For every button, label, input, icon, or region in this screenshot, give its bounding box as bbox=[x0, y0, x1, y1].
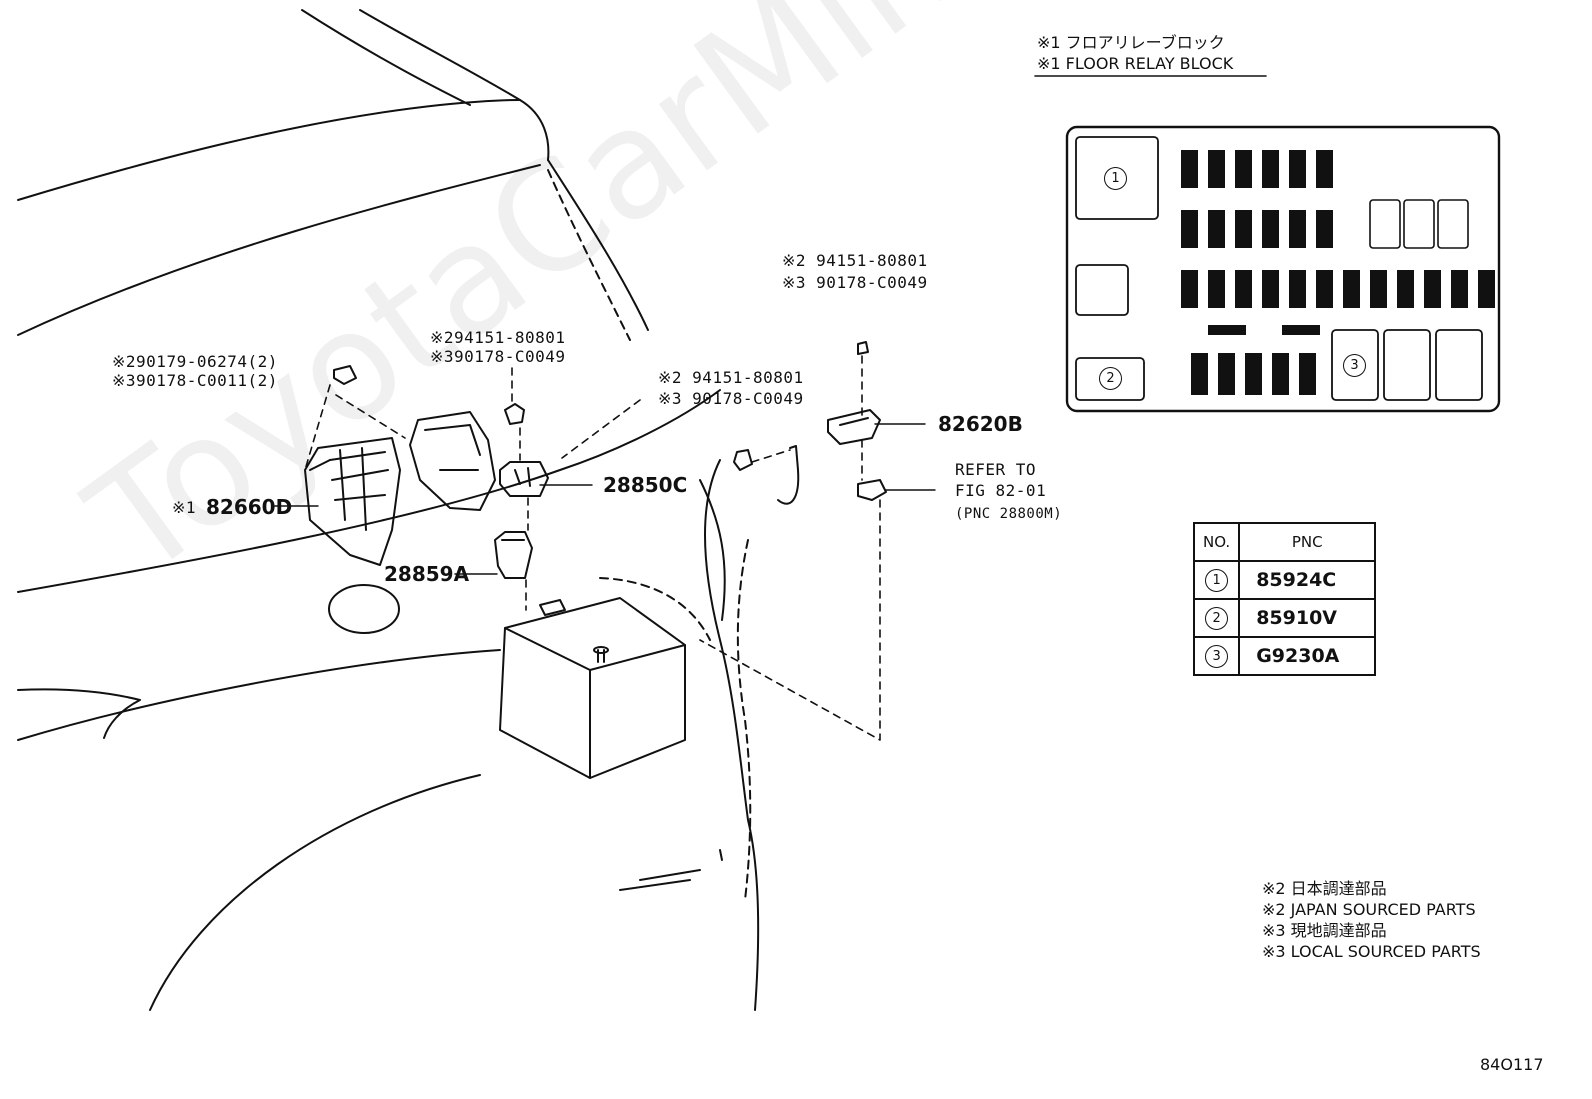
fastener-right-callout-2: ※3 90178-C0049 bbox=[782, 273, 928, 292]
slot-1-marker: 1 bbox=[1104, 167, 1127, 190]
pnc-table: NO. PNC 1 85924C 2 85910V 3 G9230A bbox=[1192, 522, 1377, 676]
solid-leaders bbox=[274, 423, 936, 575]
fuse-cell bbox=[1262, 150, 1279, 188]
fuse-cell bbox=[1316, 150, 1333, 188]
figure-id: 84O117 bbox=[1480, 1055, 1544, 1074]
row-no-marker: 2 bbox=[1205, 606, 1229, 630]
fuse-cell bbox=[1343, 270, 1360, 308]
fuse-cell bbox=[1208, 150, 1225, 188]
refer-to-line-1: REFER TO bbox=[955, 460, 1037, 479]
fuse-cell bbox=[1316, 210, 1333, 248]
pnc-table-header: NO. PNC bbox=[1192, 522, 1377, 562]
part-82660d-prefix: ※1 bbox=[172, 498, 197, 517]
fuse-cell bbox=[1289, 210, 1306, 248]
fastener-mid-callout-1: ※294151-80801 bbox=[430, 328, 566, 347]
battery bbox=[499, 597, 686, 779]
vehicle-body-outline bbox=[17, 9, 760, 1011]
fuse-cell bbox=[1235, 270, 1252, 308]
pnc-value: 85910V bbox=[1238, 598, 1377, 638]
refer-to-line-2: FIG 82-01 bbox=[955, 481, 1047, 500]
fuse-cell bbox=[1272, 353, 1289, 395]
table-row: 2 85910V bbox=[1192, 598, 1377, 638]
row-no-marker: 1 bbox=[1205, 568, 1229, 592]
fuse-cell bbox=[1262, 210, 1279, 248]
note-japan-jp: ※2 日本調達部品 bbox=[1262, 879, 1387, 898]
part-28850c bbox=[499, 461, 549, 497]
fuse-cell bbox=[1478, 270, 1495, 308]
fuse-cell bbox=[1181, 210, 1198, 248]
relay-block-layout bbox=[1034, 75, 1501, 413]
fuse-cell bbox=[1299, 353, 1316, 395]
relay-cover bbox=[409, 411, 496, 511]
table-row: 3 G9230A bbox=[1192, 636, 1377, 676]
fastener-mid-callout-2: ※390178-C0049 bbox=[430, 347, 566, 366]
refer-to-line-3: (PNC 28800M) bbox=[955, 506, 1063, 522]
pnc-value: G9230A bbox=[1238, 636, 1377, 676]
fuse-cell bbox=[1235, 210, 1252, 248]
part-28859a bbox=[494, 531, 533, 579]
fuse-cell bbox=[1181, 150, 1198, 188]
fuse-cell bbox=[1208, 270, 1225, 308]
fuse-cell bbox=[1262, 270, 1279, 308]
pnc-header-pnc: PNC bbox=[1238, 522, 1377, 562]
fastener-left-callout-1: ※290179-06274(2) bbox=[112, 352, 278, 371]
part-82620b-label: 82620B bbox=[938, 412, 1023, 436]
dashed-leaders bbox=[304, 355, 881, 741]
fuse-cell bbox=[1289, 150, 1306, 188]
part-28850c-label: 28850C bbox=[603, 473, 688, 497]
fuse-cell bbox=[1316, 270, 1333, 308]
fuse-cell bbox=[1191, 353, 1208, 395]
fuse-cell bbox=[1370, 270, 1387, 308]
fuse-cell bbox=[1208, 325, 1246, 335]
fastener-right-callout-1: ※2 94151-80801 bbox=[782, 251, 928, 270]
note-local-jp: ※3 現地調達部品 bbox=[1262, 921, 1387, 940]
fasteners bbox=[333, 341, 869, 471]
slot-3-marker: 3 bbox=[1343, 354, 1366, 377]
fuse-cells bbox=[1181, 150, 1495, 395]
cable-and-bracket bbox=[777, 409, 887, 505]
fuse-cell bbox=[1245, 353, 1262, 395]
pnc-value: 85924C bbox=[1238, 560, 1377, 600]
part-82660d-label: 82660D bbox=[206, 495, 293, 519]
relay-block-title-jp: ※1 フロアリレーブロック bbox=[1037, 33, 1225, 52]
fastener-center-callout-2: ※3 90178-C0049 bbox=[658, 389, 804, 408]
fuse-cell bbox=[1181, 270, 1198, 308]
pnc-header-no: NO. bbox=[1192, 522, 1241, 562]
note-japan-en: ※2 JAPAN SOURCED PARTS bbox=[1262, 900, 1476, 919]
note-local-en: ※3 LOCAL SOURCED PARTS bbox=[1262, 942, 1481, 961]
fuse-cell bbox=[1397, 270, 1414, 308]
fuse-cell bbox=[1208, 210, 1225, 248]
relay-block-82660d bbox=[304, 437, 401, 566]
fuse-cell bbox=[1451, 270, 1468, 308]
table-row: 1 85924C bbox=[1192, 560, 1377, 600]
fuse-cell bbox=[1282, 325, 1320, 335]
part-28859a-label: 28859A bbox=[384, 562, 470, 586]
relay-block-title-en: ※1 FLOOR RELAY BLOCK bbox=[1037, 54, 1234, 73]
fuse-cell bbox=[1424, 270, 1441, 308]
fastener-left-callout-2: ※390178-C0011(2) bbox=[112, 371, 278, 390]
fastener-center-callout-1: ※2 94151-80801 bbox=[658, 368, 804, 387]
slot-2-marker: 2 bbox=[1099, 367, 1122, 390]
row-no-marker: 3 bbox=[1205, 644, 1229, 668]
fuse-cell bbox=[1289, 270, 1306, 308]
fuse-cell bbox=[1235, 150, 1252, 188]
fuse-cell bbox=[1218, 353, 1235, 395]
